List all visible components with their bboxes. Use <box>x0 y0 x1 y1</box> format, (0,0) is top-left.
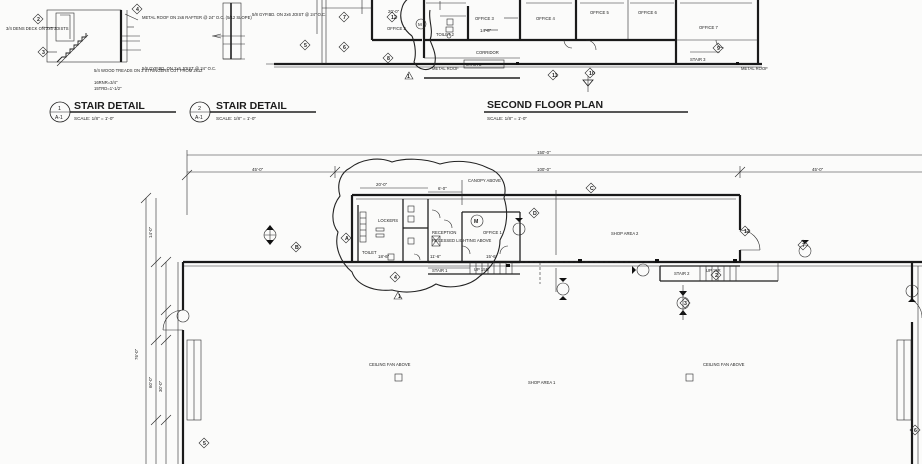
tag-se: 6 <box>914 428 917 434</box>
tag-n12: 12 <box>391 15 397 21</box>
tag-m-1st: M <box>474 219 478 225</box>
room-office-4: OFFICE 4 <box>536 16 556 21</box>
stair-detail-scale-1: SCALE: 1/8" = 1'-0" <box>74 116 114 121</box>
room-shop-area-2: SHOP AREA 2 <box>611 231 639 236</box>
tag-stair1: 4 <box>394 275 397 281</box>
stair-detail-title-1: STAIR DETAIL <box>74 100 145 112</box>
label-ceiling-fan-2: CEILING FAN ABOVE <box>703 362 745 367</box>
tag-stair2-s: 3 <box>684 301 687 307</box>
first-floor-plan <box>140 150 922 464</box>
stair-detail-2-drawing <box>212 2 245 60</box>
tag-c: C <box>590 186 594 192</box>
room-lockers: LOCKERS <box>378 218 398 223</box>
room-office-5: OFFICE 5 <box>590 10 610 15</box>
room-metal-roof-2: METAL ROOF <box>741 66 768 71</box>
dim-20: 20'-0" <box>376 182 388 187</box>
room-office-6: OFFICE 6 <box>638 10 658 15</box>
second-floor-plan-title: SECOND FLOOR PLAN <box>487 99 603 111</box>
stair-detail-title-2: STAIR DETAIL <box>216 100 287 112</box>
second-floor-plan: M <box>266 0 762 92</box>
label-ceiling-fan-1: CEILING FAN ABOVE <box>369 362 411 367</box>
title-stair-detail-2: 2 A-1 STAIR DETAIL SCALE: 1/8" = 1'-0" <box>189 100 316 123</box>
dim-2nd-14: 14'-8" <box>480 28 492 33</box>
tag-n3: 3 <box>42 50 45 56</box>
tag-d: D <box>533 211 537 217</box>
tag-east: 7 <box>802 243 805 249</box>
note-roof: METAL ROOF ON 2x6 RAFTER @ 24" O.C. (5/1… <box>142 15 252 20</box>
stair-detail-1-drawing <box>32 3 143 67</box>
dim-2nd-20: 20'-0" <box>388 9 400 14</box>
sheet-ref-2: A-1 <box>195 115 203 121</box>
room-stair-1: STAIR 1 <box>432 268 448 273</box>
tag-n11: 11 <box>552 73 558 79</box>
tag-n13: 13 <box>744 229 750 235</box>
tag-b: B <box>295 245 299 251</box>
title-second-floor: SECOND FLOOR PLAN SCALE: 1/8" = 1'-0" <box>484 99 688 121</box>
note-gyp-2: 5/8 GYP.BD. ON 2x6 JOIST @ 24" O.C. <box>252 12 326 17</box>
room-stair-2-upper: STAIR 2 <box>466 62 482 67</box>
dim-15: 15'-6" <box>486 254 498 259</box>
dim-6: 6'-0" <box>438 186 447 191</box>
title-stair-detail-1: 1 A-1 STAIR DETAIL SCALE: 1/8" = 1'-0" <box>49 100 176 123</box>
dim-mid: 100'-0" <box>537 167 551 172</box>
label-stair-2-up: UP 15R <box>706 268 721 273</box>
dim-left: 45'-0" <box>252 167 264 172</box>
tag-a: A <box>345 236 349 242</box>
stair-detail-scale-2: SCALE: 1/8" = 1'-0" <box>216 116 256 121</box>
note-run: 15TRD=1'-1/2" <box>94 86 122 91</box>
note-deck: 3/4 DENS DECK ON 2x6 JOISTS <box>6 26 69 31</box>
tag-n5: 5 <box>304 43 307 49</box>
tag-m-2nd: M <box>418 22 422 27</box>
detail-number-2: 2 <box>198 106 201 112</box>
room-office-7: OFFICE 7 <box>699 25 719 30</box>
room-office-3: OFFICE 3 <box>475 16 495 21</box>
tag-n9: 9 <box>717 46 720 52</box>
sheet-ref-1: A-1 <box>55 115 63 121</box>
note-treads: 5/4 WOOD TREADS ON 3 STRINGERS CUT FROM … <box>94 68 203 73</box>
tag-rev-1st: 1 <box>398 294 401 300</box>
room-toilet: TOILET <box>362 250 377 255</box>
room-office-2: OFFICE 2 <box>387 26 407 31</box>
label-canopy: CANOPY ABOVE <box>468 178 501 183</box>
label-recessed-lighting: RECESSED LIGHTING ABOVE <box>432 238 492 243</box>
dim-overall: 150'-0" <box>537 150 551 155</box>
room-stair-2: STAIR 2 <box>674 271 690 276</box>
dim-60: 60'-0" <box>148 376 153 388</box>
room-toilet-2: TOILET 2 <box>436 32 455 37</box>
dim-14: 14'-0" <box>148 226 153 238</box>
tag-sw: 5 <box>203 441 206 447</box>
dim-11: 11'-6" <box>430 254 441 259</box>
tag-stair2-n: 2 <box>715 273 718 279</box>
tag-n10: 10 <box>589 71 595 77</box>
label-stair-1-up: UP 15R <box>474 267 489 272</box>
dim-left-height: 76'-0" <box>134 348 139 360</box>
room-shop-area-1: SHOP AREA 1 <box>528 380 556 385</box>
tag-n8: 8 <box>387 56 390 62</box>
tag-rev: 1 <box>407 74 410 80</box>
dim-18: 18'-6" <box>378 254 390 259</box>
room-metal-roof: METAL ROOF <box>432 66 459 71</box>
room-reception: RECEPTION <box>432 230 456 235</box>
second-floor-plan-scale: SCALE: 1/8" = 1'-0" <box>487 116 527 121</box>
room-stair-3-upper: STAIR 3 <box>690 57 706 62</box>
dim-30: 30'-0" <box>158 380 163 392</box>
tag-n6: 6 <box>343 45 346 51</box>
dim-right: 45'-0" <box>812 167 824 172</box>
note-gyp-1: 5/8 GYP.BD. ON 2x6 JOIST @ 24" O.C. <box>142 66 216 71</box>
room-office-1: OFFICE 1 <box>483 230 503 235</box>
detail-number-1: 1 <box>58 106 61 112</box>
tag-n4: 4 <box>136 7 139 13</box>
tag-n7: 7 <box>343 15 346 21</box>
tag-n2: 2 <box>37 17 40 23</box>
room-corridor: CORRIDOR <box>476 50 499 55</box>
note-rise: 16RNR=3/4" <box>94 80 118 85</box>
